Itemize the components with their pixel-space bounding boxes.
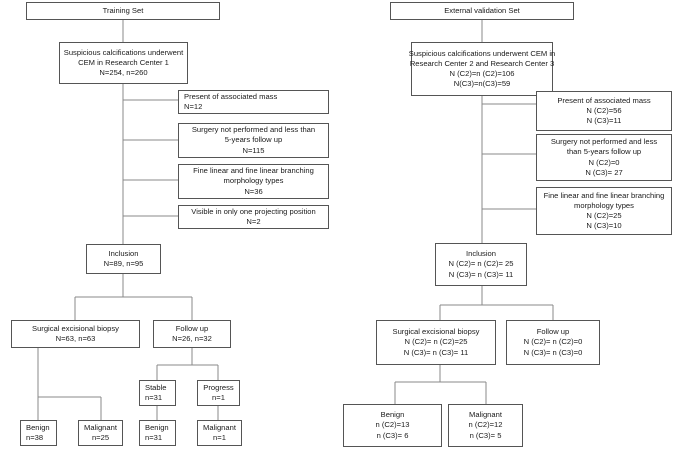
validation-start-box: Suspicious calcifications underwent CEM …	[408, 42, 556, 96]
box-line: Surgical excisional biopsy	[392, 327, 480, 337]
box-line: Stable	[145, 382, 167, 392]
validation-set-title: External validation Set	[444, 5, 520, 15]
box-line: Progress	[203, 382, 234, 392]
validation-exclusion-morphology: Fine linear and fine linear branching mo…	[536, 187, 672, 235]
box-line: N (C2)= n (C2)=0	[523, 337, 583, 347]
box-line: Surgical excisional biopsy	[32, 323, 119, 333]
box-line: N (C2)=n (C2)=106	[449, 69, 515, 78]
box-line: Present of associated mass	[557, 95, 651, 105]
box-line: N=254, n=260	[99, 68, 148, 77]
box-line: morphology types	[574, 200, 634, 210]
box-line: n=1	[212, 393, 225, 402]
training-exclusion-surgery: Surgery not performed and less than 5-ye…	[178, 123, 329, 158]
box-line: Research Center 2 and Research Center 3	[409, 58, 555, 68]
validation-exclusion-mass: Present of associated mass N (C2)=56 N (…	[536, 91, 672, 131]
box-line: n=38	[26, 433, 44, 442]
box-line: N (C3)=10	[586, 221, 622, 231]
box-line: 5-years follow up	[224, 135, 283, 145]
box-line: N=2	[246, 217, 261, 226]
box-line: N=63, n=63	[55, 334, 96, 343]
box-line: than 5-years follow up	[566, 147, 642, 157]
box-line: n (C2)=12	[468, 420, 503, 430]
box-line: n=31	[145, 433, 163, 442]
box-line: n (C2)=13	[375, 420, 410, 430]
box-line: N=26, n=32	[172, 334, 212, 343]
box-line: Present of associated mass	[184, 91, 278, 101]
validation-exclusion-surgery: Surgery not performed and less than 5-ye…	[536, 134, 672, 181]
box-line: n=1	[213, 433, 226, 442]
box-line: Suspicious calcifications underwent	[63, 47, 184, 57]
box-line: Fine linear and fine linear branching	[193, 166, 314, 176]
training-exclusion-visible: Visible in only one projecting position …	[178, 205, 329, 229]
validation-followup-box: Follow up N (C2)= n (C2)=0 N (C3)= n (C3…	[506, 320, 600, 365]
box-line: Visible in only one projecting position	[191, 206, 316, 216]
box-line: N(C3)=n(C3)=59	[453, 79, 511, 89]
training-inclusion-box: Inclusion N=89, n=95	[86, 244, 161, 274]
training-biopsy-box: Surgical excisional biopsy N=63, n=63	[11, 320, 140, 348]
training-exclusion-morphology: Fine linear and fine linear branching mo…	[178, 164, 329, 199]
training-start-box: Suspicious calcifications underwent CEM …	[59, 42, 188, 84]
box-line: CEM in Research Center 1	[78, 57, 169, 67]
training-benign-followup-box: Benign n=31	[139, 420, 176, 446]
training-progress-box: Progress n=1	[197, 380, 240, 406]
box-line: n (C3)= 6	[376, 430, 409, 440]
box-line: n=25	[91, 433, 110, 442]
box-line: N (C3)= n (C3)=0	[523, 347, 583, 357]
training-set-title: Training Set	[102, 5, 144, 15]
box-line: Inclusion	[466, 249, 496, 259]
training-set-header: Training Set	[26, 2, 220, 20]
box-line: Fine linear and fine linear branching	[543, 190, 665, 200]
box-line: Inclusion	[108, 248, 139, 258]
box-line: Follow up	[536, 327, 570, 337]
box-line: N (C2)=25	[586, 211, 622, 220]
box-line: N (C2)= n (C2)= 25	[448, 259, 514, 269]
box-line: N (C3)= 27	[585, 167, 623, 177]
box-line: N (C2)= n (C2)=25	[404, 337, 468, 347]
box-line: Benign	[145, 422, 169, 432]
box-line: Malignant	[203, 422, 236, 432]
validation-benign-box: Benign n (C2)=13 n (C3)= 6	[343, 404, 442, 447]
box-line: N=36	[244, 186, 263, 196]
box-line: Benign	[380, 410, 405, 420]
validation-biopsy-box: Surgical excisional biopsy N (C2)= n (C2…	[376, 320, 496, 365]
training-stable-box: Stable n=31	[139, 380, 176, 406]
box-line: N (C3)= n (C3)= 11	[448, 269, 514, 279]
box-line: N (C2)=56	[586, 105, 622, 115]
box-line: Surgery not performed and less than	[191, 125, 316, 135]
validation-malignant-box: Malignant n (C2)=12 n (C3)= 5	[448, 404, 523, 447]
box-line: n=31	[145, 393, 163, 402]
validation-set-header: External validation Set	[390, 2, 574, 20]
box-line: n (C3)= 5	[469, 430, 502, 440]
box-line: N=89, n=95	[103, 259, 144, 268]
training-exclusion-mass: Present of associated mass N=12	[178, 90, 329, 114]
training-malignant-followup-box: Malignant n=1	[197, 420, 242, 446]
box-line: Surgery not performed and less	[550, 137, 658, 147]
box-line: N (C2)=0	[588, 157, 620, 167]
box-line: N=12	[184, 102, 203, 111]
box-line: N (C3)=11	[586, 116, 622, 125]
box-line: Malignant	[84, 422, 117, 432]
training-malignant-biopsy-box: Malignant n=25	[78, 420, 123, 446]
box-line: N (C3)= n (C3)= 11	[403, 347, 469, 357]
box-line: Malignant	[469, 410, 502, 420]
box-line: morphology types	[223, 176, 284, 186]
validation-inclusion-box: Inclusion N (C2)= n (C2)= 25 N (C3)= n (…	[435, 243, 527, 286]
box-line: N=115	[242, 145, 265, 155]
training-followup-box: Follow up N=26, n=32	[153, 320, 231, 348]
box-line: Benign	[26, 422, 50, 432]
training-benign-biopsy-box: Benign n=38	[20, 420, 57, 446]
box-line: Follow up	[175, 323, 209, 333]
box-line: Suspicious calcifications underwent CEM …	[408, 48, 556, 58]
